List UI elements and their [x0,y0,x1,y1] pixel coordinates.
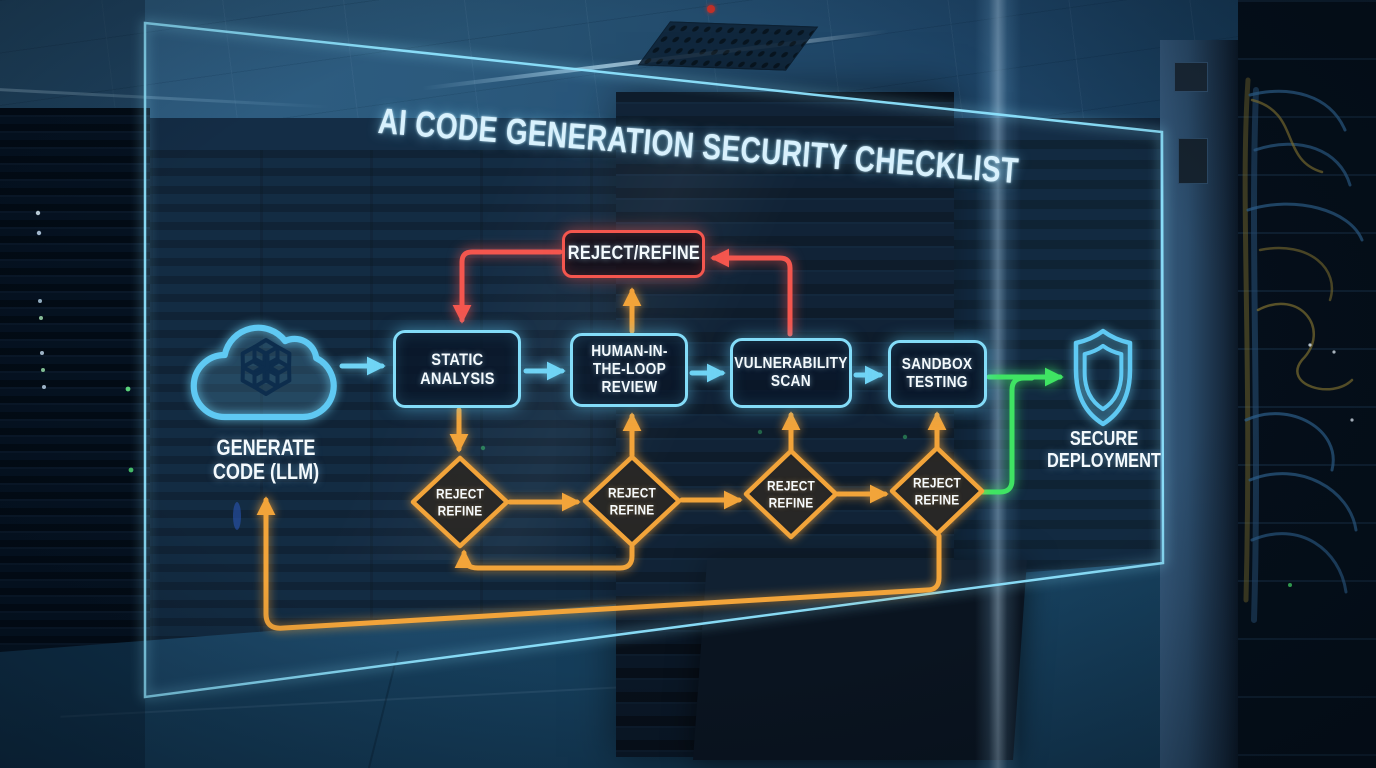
node-human-in-the-loop-review: HUMAN-IN- THE-LOOP REVIEW [570,333,688,407]
decision-diamond-2 [582,454,682,548]
node-label-line: THE-LOOP [591,361,667,379]
rack-cables [1242,77,1364,623]
decision4-label: REJECT REFINE [913,474,961,507]
node-label-line: HUMAN-IN- [591,343,667,361]
arrow-decision4-loop-to-generate [256,496,942,631]
shade-left [0,0,145,768]
decision2-label: REJECT REFINE [608,484,656,517]
node-label-line: TESTING [902,374,973,392]
decision-diamond-3 [743,448,839,540]
node-label-line: VULNERABILITY [734,355,847,373]
decision-diamond-4 [889,445,985,537]
arrow-vuln-to-reject [710,248,793,337]
decision3-label: REJECT REFINE [767,477,815,510]
node-generate-code-label: GENERATE CODE (LLM) [213,435,319,484]
node-label-line: STATIC [420,350,495,369]
node-sandbox-testing: SANDBOX TESTING [888,340,987,408]
rack-leds [35,210,908,530]
decision-diamond-1 [410,455,510,549]
node-reject-refine: REJECT/REFINE [562,230,705,278]
node-label-line: SCAN [734,373,847,391]
server-racks-mid-left [150,150,620,695]
openai-logo-icon [240,338,292,396]
node-vulnerability-scan: VULNERABILITY SCAN [730,338,852,408]
arrow-reject-to-static [452,249,563,324]
decision1-label: REJECT REFINE [436,485,484,518]
door-hinge [1178,138,1208,184]
node-label-line: REJECT/REFINE [567,243,699,264]
node-label-line: ANALYSIS [420,369,495,388]
node-static-analysis: STATIC ANALYSIS [393,330,521,408]
server-rack-left [0,108,150,728]
arrow-decision2-loop-to-decision1 [454,544,635,571]
node-label-line: SANDBOX [902,356,973,374]
smoke-detector [707,5,715,13]
door-hinge [1174,62,1208,92]
node-secure-deployment-label: SECURE DEPLOYMENT [1047,428,1161,472]
node-label-line: REVIEW [591,379,667,397]
shield-icon [1073,328,1133,427]
